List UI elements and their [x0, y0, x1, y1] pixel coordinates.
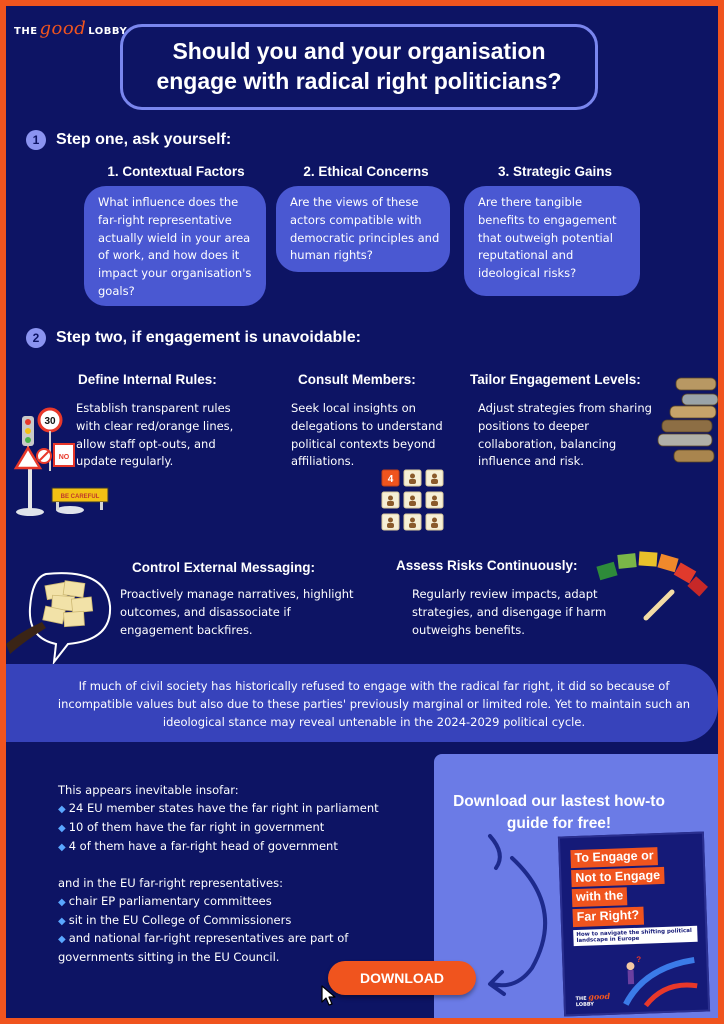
diamond-bullet-icon: ◆ [58, 804, 66, 816]
stats-list-item: ◆24 EU member states have the far right … [58, 801, 379, 816]
stats-list-item: ◆4 of them have a far-right head of gove… [58, 838, 338, 853]
strategic-gains-bubble: Are there tangible benefits to engagemen… [464, 186, 640, 296]
page-title: Should you and your organisation engage … [120, 24, 598, 110]
step-two-heading: 2 Step two, if engagement is unavoidable… [26, 328, 361, 348]
contextual-factors-title: 1. Contextual Factors [107, 164, 245, 179]
stats-list-item: ◆and national far-right representatives … [58, 931, 349, 965]
stats-section: This appears inevitable insofar: ◆24 EU … [58, 781, 428, 966]
step-one-title: Step one, ask yourself: [56, 131, 232, 148]
control-external-messaging-text: Proactively manage narratives, highlight… [120, 587, 354, 637]
step-one-heading: 1 Step one, ask yourself: [26, 130, 231, 150]
svg-text:?: ? [636, 955, 641, 964]
book-title: To Engage or Not to Engage with the Far … [570, 846, 693, 929]
contextual-factors-bubble: What influence does the far-right repres… [84, 186, 266, 306]
title-line-2: engage with radical right politicians? [156, 68, 562, 94]
curved-arrow-icon [488, 834, 548, 996]
assess-risks-continuously-text: Regularly review impacts, adapt strategi… [412, 587, 607, 637]
diamond-bullet-icon: ◆ [58, 822, 66, 834]
thread-spools-illustration [657, 377, 718, 463]
download-button[interactable]: DOWNLOAD [328, 961, 476, 995]
tailor-engagement-levels-title: Tailor Engagement Levels: [470, 372, 641, 387]
ethical-concerns-bubble: Are the views of these actors compatible… [276, 186, 450, 272]
consult-members-text: Seek local insights on delegations to un… [291, 401, 443, 469]
cursor-pointer-icon [321, 984, 342, 1006]
risk-gauge-illustration [596, 551, 708, 621]
cubes-illustration: 4 [381, 469, 444, 531]
caution-barrier-text: BE CAREFUL [61, 494, 100, 500]
diamond-bullet-icon: ◆ [58, 841, 66, 853]
ethical-concerns-title: 2. Ethical Concerns [303, 164, 429, 179]
consult-members-title: Consult Members: [298, 372, 416, 387]
strategic-gains-title: 3. Strategic Gains [497, 164, 613, 179]
assess-risks-continuously-title: Assess Risks Continuously: [396, 558, 578, 573]
speed-sign-text: 30 [44, 416, 56, 427]
stats-list-item: ◆10 of them have the far right in govern… [58, 819, 325, 834]
context-band: If much of civil society has historicall… [6, 664, 718, 742]
stats-intro-2: and in the EU far-right representatives: [58, 875, 283, 890]
step-one-number-badge: 1 [26, 130, 46, 150]
diamond-bullet-icon: ◆ [58, 915, 66, 927]
book-subtitle: How to navigate the shifting political l… [573, 925, 698, 947]
control-external-messaging-title: Control External Messaging: [132, 560, 316, 575]
book-cover-illustration: ? [623, 955, 698, 1008]
guide-book-cover[interactable]: To Engage or Not to Engage with the Far … [557, 831, 711, 1017]
download-heading: Download our lastest how-to guide for fr… [453, 793, 665, 833]
tailor-engagement-levels-text: Adjust strategies from sharing positions… [478, 401, 652, 469]
stats-intro: This appears inevitable insofar: [58, 783, 239, 797]
cube-number-text: 4 [388, 474, 394, 485]
define-internal-rules-text: Establish transparent rules with clear r… [76, 401, 234, 469]
step-two-number-badge: 2 [26, 328, 46, 348]
title-line-1: Should you and your organisation [172, 38, 546, 65]
stats-list-item: ◆chair EP parliamentary committees [58, 893, 272, 908]
logo-good: good [39, 18, 87, 39]
define-internal-rules-title: Define Internal Rules: [78, 372, 217, 387]
logo-lobby: LOBBY [88, 26, 128, 37]
road-signs-illustration: 30 NO BE CAREFUL [13, 407, 109, 516]
no-sign-text: NO [59, 454, 70, 461]
logo-the: THE [14, 26, 38, 37]
stats-list-item: ◆sit in the EU College of Commissioners [58, 912, 292, 927]
diamond-bullet-icon: ◆ [58, 934, 66, 946]
sticky-notes-speech-bubble-illustration [6, 572, 112, 666]
step-two-title: Step two, if engagement is unavoidable: [56, 329, 361, 346]
diamond-bullet-icon: ◆ [58, 896, 66, 908]
